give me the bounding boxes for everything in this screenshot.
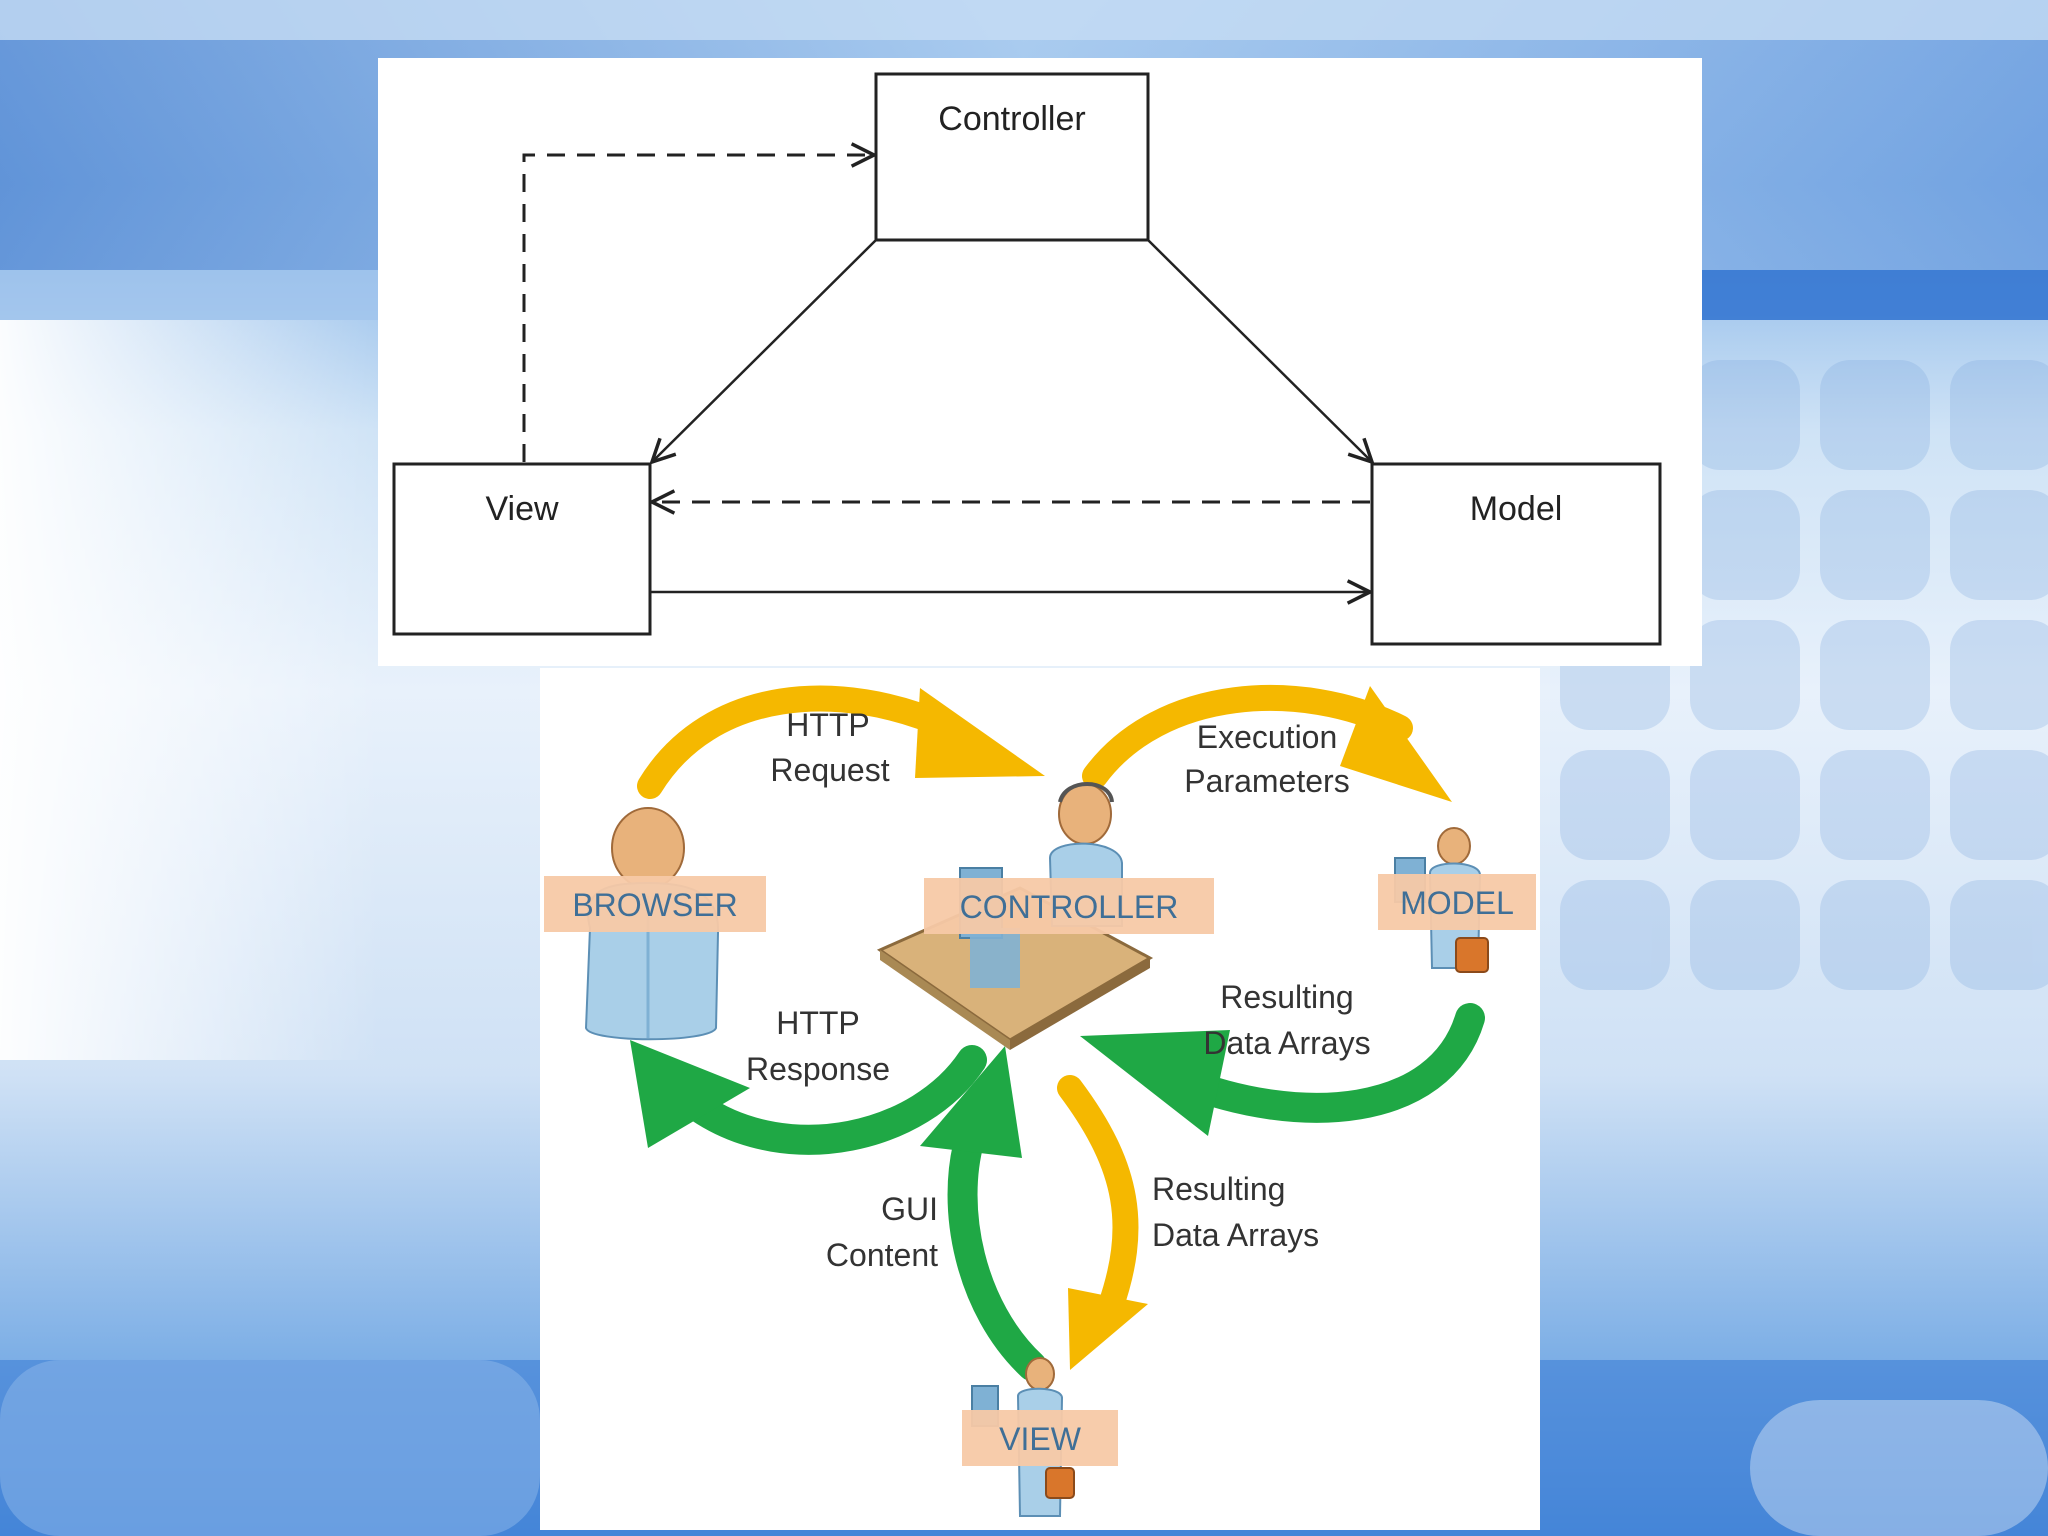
controller-label-plate: CONTROLLER [924,878,1214,934]
http-response-line-2: Response [746,1051,890,1087]
view-data-line-2: Data Arrays [1152,1217,1319,1253]
model-label-plate: MODEL [1378,874,1536,930]
controller-label: Controller [938,100,1085,138]
view-box [392,462,652,636]
controller-to-model-arrow [1147,239,1372,462]
uml-diagram-canvas: Controller View Model [392,72,1662,646]
execution-parameters-line-1: Execution [1197,719,1338,755]
execution-parameters-arrow [1082,684,1452,802]
http-request-line-2: Request [770,752,889,788]
model-result-line-1: Resulting [1220,979,1353,1015]
controller-box [874,72,1150,242]
browser-label: BROWSER [572,887,737,923]
gui-content-line-2: Content [826,1237,938,1273]
controller-label: CONTROLLER [960,889,1179,925]
execution-parameters-line-2: Parameters [1184,763,1349,799]
gui-content-arrow [920,1046,1047,1381]
model-result-caption: Resulting Data Arrays [1203,979,1370,1061]
model-result-arrow [1080,1003,1485,1136]
http-response-line-1: HTTP [776,1005,860,1041]
view-data-arrow [1057,1075,1148,1370]
uml-mvc-diagram: Controller View Model [378,58,1702,666]
model-box [1370,462,1662,646]
view-label-plate: VIEW [962,1410,1118,1466]
browser-label-plate: BROWSER [544,876,766,932]
http-response-arrow [630,1040,987,1155]
model-label: Model [1470,490,1563,528]
gui-content-caption: GUI Content [826,1191,938,1273]
flow-diagram-canvas: BROWSER CONTROLLER MODEL VIEW HTTP Reque… [544,684,1536,1517]
view-to-controller-dashed-arrow [522,155,874,462]
http-request-line-1: HTTP [786,707,870,743]
view-data-caption: Resulting Data Arrays [1152,1171,1319,1253]
gui-content-line-1: GUI [881,1191,938,1227]
http-response-caption: HTTP Response [746,1005,890,1087]
model-result-line-2: Data Arrays [1203,1025,1370,1061]
execution-parameters-caption: Execution Parameters [1184,719,1349,799]
http-request-arrow [637,685,1045,799]
http-request-caption: HTTP Request [770,707,889,788]
view-label: View [485,490,559,528]
controller-to-view-arrow [652,239,877,462]
view-data-line-1: Resulting [1152,1171,1285,1207]
model-label: MODEL [1400,885,1514,921]
view-label: VIEW [999,1421,1082,1457]
mvc-flow-diagram: BROWSER CONTROLLER MODEL VIEW HTTP Reque… [540,668,1540,1530]
